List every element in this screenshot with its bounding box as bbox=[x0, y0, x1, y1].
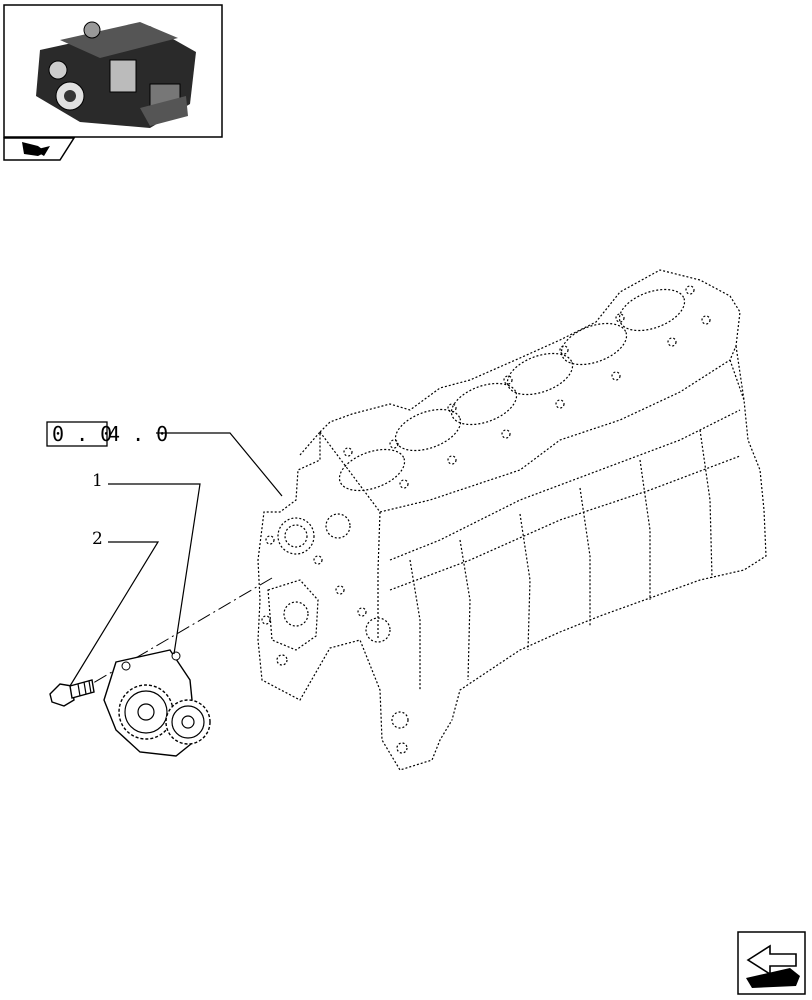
reference-rest-text: 4 . 0 bbox=[108, 422, 168, 446]
callout-1-leader bbox=[108, 483, 201, 655]
engine-thumbnail-icon bbox=[36, 21, 196, 128]
callout-1-label: 1 bbox=[92, 471, 103, 491]
reference-box bbox=[46, 421, 108, 447]
book-tab[interactable] bbox=[3, 137, 76, 161]
screw[interactable] bbox=[49, 679, 95, 707]
reference-label[interactable]: 0 . 0 4 . 0 bbox=[46, 421, 283, 497]
gear-large bbox=[118, 684, 174, 740]
reference-boxed-text: 0 . 0 bbox=[52, 422, 112, 446]
next-page-arrow-icon bbox=[746, 944, 800, 988]
reference-leader bbox=[156, 432, 283, 497]
oil-pump[interactable] bbox=[103, 649, 211, 757]
callout-2[interactable]: 2 bbox=[69, 529, 160, 687]
callout-2-label: 2 bbox=[92, 529, 103, 549]
next-page-button[interactable] bbox=[737, 931, 806, 995]
callout-1[interactable]: 1 bbox=[92, 471, 201, 655]
gear-small bbox=[165, 699, 211, 745]
callout-2-leader bbox=[69, 541, 160, 687]
book-hand-icon bbox=[22, 142, 50, 156]
engine-block bbox=[257, 269, 767, 771]
engine-thumbnail[interactable] bbox=[3, 4, 223, 138]
